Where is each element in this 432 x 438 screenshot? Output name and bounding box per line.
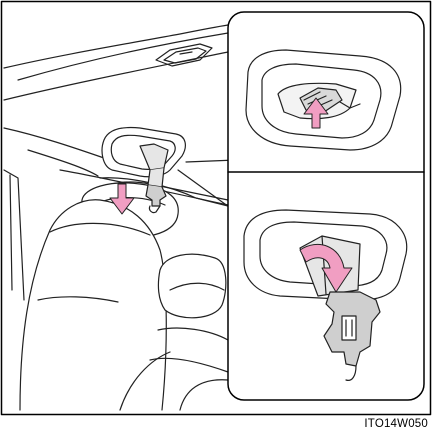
detail-inset	[228, 12, 424, 400]
illustration-code: ITO14W050	[364, 418, 428, 430]
